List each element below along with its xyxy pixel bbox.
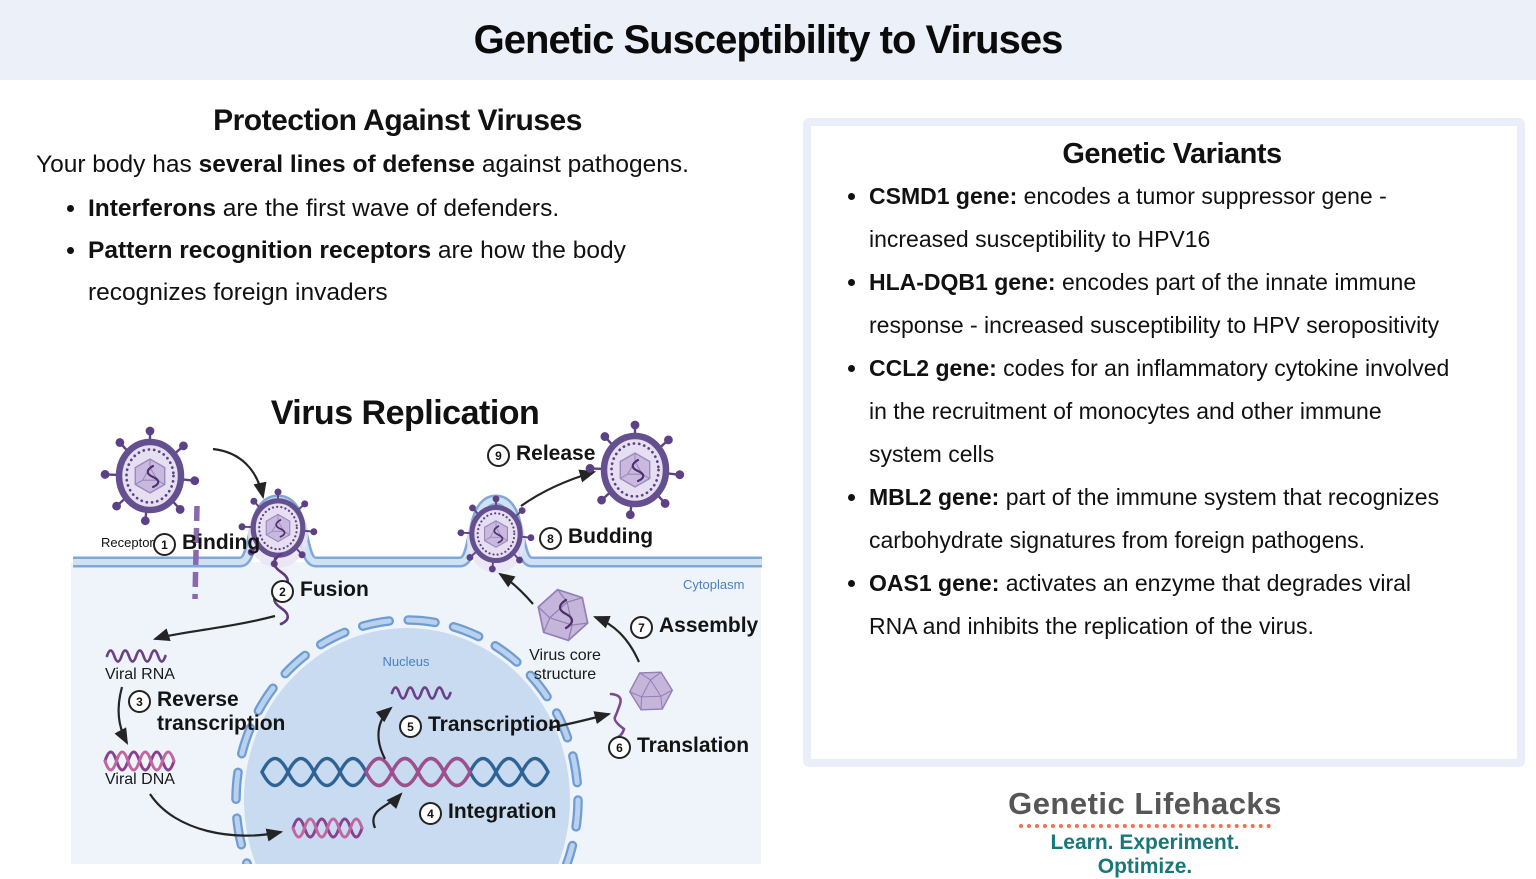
- protection-section: Protection Against Viruses Your body has…: [30, 104, 765, 314]
- step-transcription: 5 Transcription: [399, 713, 561, 738]
- virus-replication-illustration: [71, 394, 762, 864]
- protection-intro: Your body has several lines of defense a…: [36, 148, 765, 182]
- viral-rna-label: Viral RNA: [105, 666, 175, 683]
- step-number-badge: 6: [608, 736, 631, 759]
- logo-tagline: Learn. Experiment. Optimize.: [1050, 831, 1240, 878]
- step-assembly: 7 Assembly: [630, 614, 758, 639]
- logo-name: Genetic Lifehacks: [1008, 786, 1282, 821]
- step-release: 9 Release: [487, 442, 595, 467]
- step-translation: 6 Translation: [608, 734, 749, 759]
- released-virus: [587, 422, 684, 518]
- step-label: Assembly: [659, 614, 759, 637]
- receptor-icon: [192, 505, 200, 600]
- host-dna: [260, 756, 550, 788]
- step-number-badge: 1: [153, 533, 176, 556]
- flow-arrows: [114, 447, 641, 842]
- list-item: OAS1 gene: activates an enzyme that degr…: [869, 562, 1454, 648]
- step-integration: 4 Integration: [419, 800, 557, 825]
- step-label: Translation: [637, 734, 750, 757]
- step-budding: 8 Budding: [539, 525, 653, 550]
- intro-pre: Your body has: [36, 151, 199, 178]
- step-number-badge: 8: [539, 527, 562, 550]
- translated-rna-icon: [609, 692, 626, 740]
- list-item: Pattern recognition receptors are how th…: [88, 230, 708, 314]
- header-bar: Genetic Susceptibility to Viruses: [0, 0, 1536, 80]
- step-number-badge: 9: [487, 444, 510, 467]
- list-item: CCL2 gene: codes for an inflammatory cyt…: [869, 347, 1454, 476]
- page-title: Genetic Susceptibility to Viruses: [473, 18, 1064, 62]
- intro-bold: several lines of defense: [198, 151, 476, 178]
- step-reverse-transcription: 3 Reverse transcription: [128, 688, 288, 736]
- step-label: Transcription: [428, 713, 562, 736]
- list-item: HLA-DQB1 gene: encodes part of the innat…: [869, 261, 1454, 347]
- receptor-label: Receptor: [101, 535, 154, 550]
- genetic-lifehacks-logo: Genetic Lifehacks Learn. Experiment. Opt…: [1005, 786, 1285, 879]
- logo-dotted-divider: [1019, 824, 1271, 828]
- nucleus-label: Nucleus: [382, 654, 430, 669]
- cytoplasm-label: Cytoplasm: [683, 577, 745, 592]
- budding-virus: [458, 496, 533, 571]
- variants-title: Genetic Variants: [1062, 138, 1282, 170]
- step-binding: 1 Binding: [153, 531, 260, 556]
- core-rna-icon: [558, 598, 574, 630]
- list-item: CSMD1 gene: encodes a tumor suppressor g…: [869, 175, 1454, 261]
- step-number-badge: 2: [271, 580, 294, 603]
- list-item: Interferons are the first wave of defend…: [88, 188, 708, 230]
- step-number-badge: 5: [399, 715, 422, 738]
- step-fusion: 2 Fusion: [271, 578, 369, 603]
- step-label: Fusion: [300, 578, 369, 601]
- diagram-title: Virus Replication: [270, 394, 540, 432]
- genetic-variants-panel: Genetic Variants CSMD1 gene: encodes a t…: [803, 118, 1525, 767]
- viral-dna-label: Viral DNA: [105, 771, 175, 788]
- step-number-badge: 4: [419, 802, 442, 825]
- virus-core-label: Virus core structure: [529, 647, 601, 683]
- protection-bullet-list: Interferons are the first wave of defend…: [30, 188, 765, 314]
- free-virus: [102, 428, 199, 524]
- step-number-badge: 7: [630, 616, 653, 639]
- virus-replication-diagram: Virus Replication 1 Binding 2 Fusion 3 Reve…: [65, 394, 770, 864]
- step-label: Release: [516, 442, 596, 465]
- list-item: MBL2 gene: part of the immune system tha…: [869, 476, 1454, 562]
- protection-title: Protection Against Viruses: [213, 104, 582, 137]
- step-label: Budding: [568, 525, 654, 548]
- intro-post: against pathogens.: [475, 151, 689, 178]
- step-label: Binding: [182, 531, 261, 554]
- step-label: Reverse transcription: [157, 688, 286, 735]
- step-number-badge: 3: [128, 690, 151, 713]
- nucleus: [231, 615, 583, 864]
- variants-list: CSMD1 gene: encodes a tumor suppressor g…: [839, 175, 1505, 648]
- step-label: Integration: [448, 800, 557, 823]
